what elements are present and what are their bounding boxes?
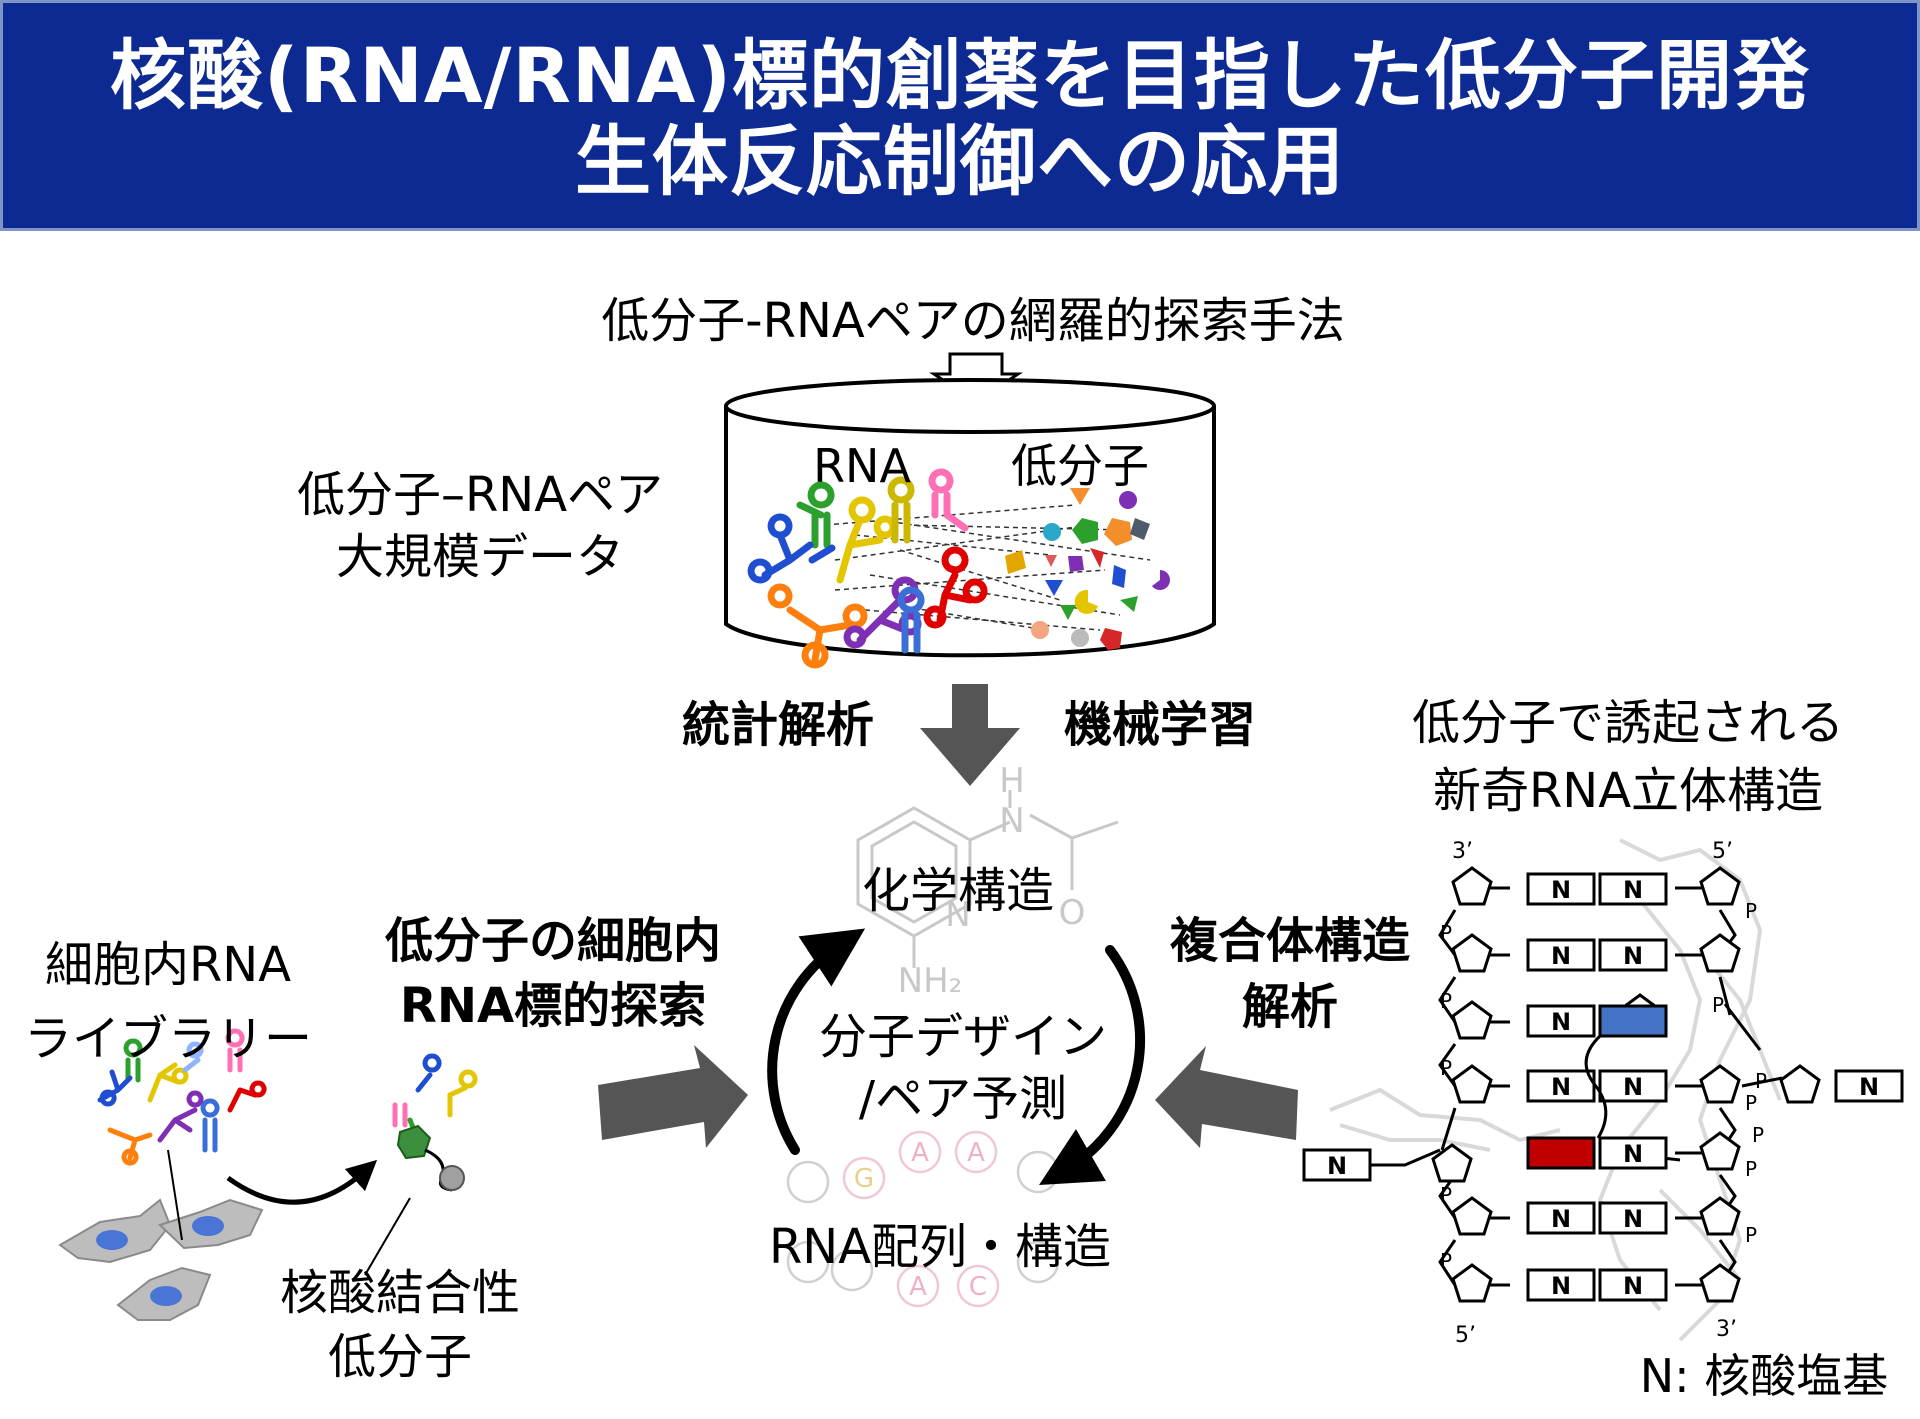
intercalator-linker: [1584, 1034, 1608, 1139]
phosphate-p: P: [1755, 1069, 1767, 1093]
design-label-line1: 分子デザイン: [818, 1009, 1108, 1065]
statistics-label: 統計解析: [681, 697, 875, 753]
phosphate-p: P: [1712, 993, 1724, 1017]
binder-rna: [392, 1053, 478, 1143]
binder-molecule: [396, 1124, 432, 1160]
end-5p-bottom: 5’: [1455, 1323, 1476, 1348]
faded-labels: H N N O NH₂ G A A A C: [854, 761, 1085, 1302]
chem-nh2: NH₂: [898, 961, 963, 1001]
base-n: N: [1551, 1205, 1571, 1233]
novel-structure-line1: 低分子で誘起される: [1411, 695, 1845, 751]
novel-structure-line2: 新奇RNA立体構造: [1432, 763, 1824, 819]
helix-text: N N N N N N N N N N N N N N P P P P P: [1327, 839, 1879, 1348]
complex-analysis-line1: 複合体構造: [1169, 913, 1411, 969]
chem-n1: N: [999, 801, 1024, 841]
right-input-arrow: [1155, 1046, 1298, 1148]
target-search-line1: 低分子の細胞内: [384, 913, 722, 969]
binder-bead: [439, 1165, 465, 1191]
machine-learning-label: 機械学習: [1063, 697, 1257, 753]
target-search-line2: RNA標的探索: [399, 978, 707, 1034]
blue-base-block: [1598, 1004, 1668, 1038]
rna-header: RNA: [813, 439, 911, 493]
library-label-line1: 細胞内RNA: [44, 937, 292, 993]
curved-transfer-arrow: [226, 1159, 378, 1205]
title-banner: 核酸(RNA/RNA)標的創薬を目指した低分子開発 生体反応制御への応用: [0, 0, 1920, 231]
phosphate-p: P: [1752, 1123, 1764, 1147]
end-3p-top: 3’: [1452, 839, 1473, 864]
phosphate-p: P: [1440, 1183, 1452, 1207]
nucleobase-legend: N: 核酸塩基: [1639, 1349, 1889, 1403]
base-n: N: [1623, 1140, 1643, 1168]
phosphate-p: P: [1440, 1249, 1452, 1273]
rna-hairpin-cluster: [747, 468, 988, 669]
pairing-lines: [824, 504, 1151, 631]
ring-nt: G: [854, 1164, 874, 1194]
base-n: N: [1551, 942, 1571, 970]
design-label-line2: /ペア予測: [858, 1071, 1068, 1127]
ring-nt: C: [969, 1272, 987, 1302]
dataset-label-line1: 低分子–RNAペア: [296, 467, 664, 523]
dataset-label-line2: 大規模データ: [335, 529, 625, 585]
chem-o: O: [1059, 893, 1086, 933]
base-n: N: [1551, 1073, 1571, 1101]
phosphate-p: P: [1745, 1157, 1757, 1181]
binder-label-line2: 低分子: [327, 1329, 473, 1385]
rna-sequence-structure-label: RNA配列・構造: [768, 1219, 1112, 1275]
faded-chemical-structure: [856, 790, 1119, 968]
complex-analysis-line2: 解析: [1241, 979, 1339, 1035]
base-n: N: [1623, 942, 1643, 970]
cell-cluster: [58, 1198, 264, 1321]
phosphate-p: P: [1745, 899, 1757, 923]
base-n: N: [1623, 1205, 1643, 1233]
binder-label-line1: 核酸結合性: [279, 1265, 521, 1321]
chemical-structure-label: 化学構造: [861, 863, 1055, 919]
base-n: N: [1327, 1152, 1347, 1180]
phosphate-p: P: [1440, 989, 1452, 1013]
helix-base-boxes: [1302, 872, 1904, 1302]
database-cylinder: [724, 378, 1216, 658]
library-pointer-line: [167, 1149, 183, 1241]
red-base-block: [1526, 1136, 1596, 1170]
base-n: N: [1623, 1272, 1643, 1300]
faded-nucleotide-ring: [786, 1130, 1060, 1308]
phosphate-p: P: [1745, 1091, 1757, 1115]
left-input-arrow: [598, 1045, 748, 1148]
ring-nt: A: [967, 1138, 985, 1168]
base-n: N: [1623, 1073, 1643, 1101]
base-n: N: [1551, 876, 1571, 904]
rna-library-cluster: [97, 1028, 267, 1166]
phosphate-p: P: [1745, 1223, 1757, 1247]
phosphate-p: P: [1440, 921, 1452, 945]
design-cycle-arrows: [767, 928, 1145, 1186]
analysis-down-arrow: [920, 684, 1020, 786]
phosphate-p: P: [1440, 1056, 1452, 1080]
end-3p-bottom: 3’: [1716, 1317, 1737, 1342]
ring-nt: A: [909, 1272, 927, 1302]
chem-h: H: [999, 761, 1025, 801]
helix-backbone: [1370, 866, 1880, 1303]
method-label: 低分子-RNAペアの網羅的探索手法: [601, 293, 1345, 349]
base-n: N: [1623, 876, 1643, 904]
library-label-line2: ライブラリー: [23, 1011, 313, 1067]
base-n: N: [1551, 1008, 1571, 1036]
title-line-2: 生体反応制御への応用: [575, 117, 1345, 206]
binder-pointer-line: [364, 1197, 411, 1276]
chem-n2: N: [945, 895, 970, 935]
end-5p-top: 5’: [1712, 839, 1733, 864]
base-n: N: [1551, 1272, 1571, 1300]
title-line-1: 核酸(RNA/RNA)標的創薬を目指した低分子開発: [109, 31, 1811, 120]
small-molecule-header: 低分子: [1011, 439, 1149, 493]
small-molecule-shapes: [1005, 488, 1171, 650]
ring-nt: A: [911, 1138, 929, 1168]
base-n: N: [1859, 1073, 1879, 1101]
